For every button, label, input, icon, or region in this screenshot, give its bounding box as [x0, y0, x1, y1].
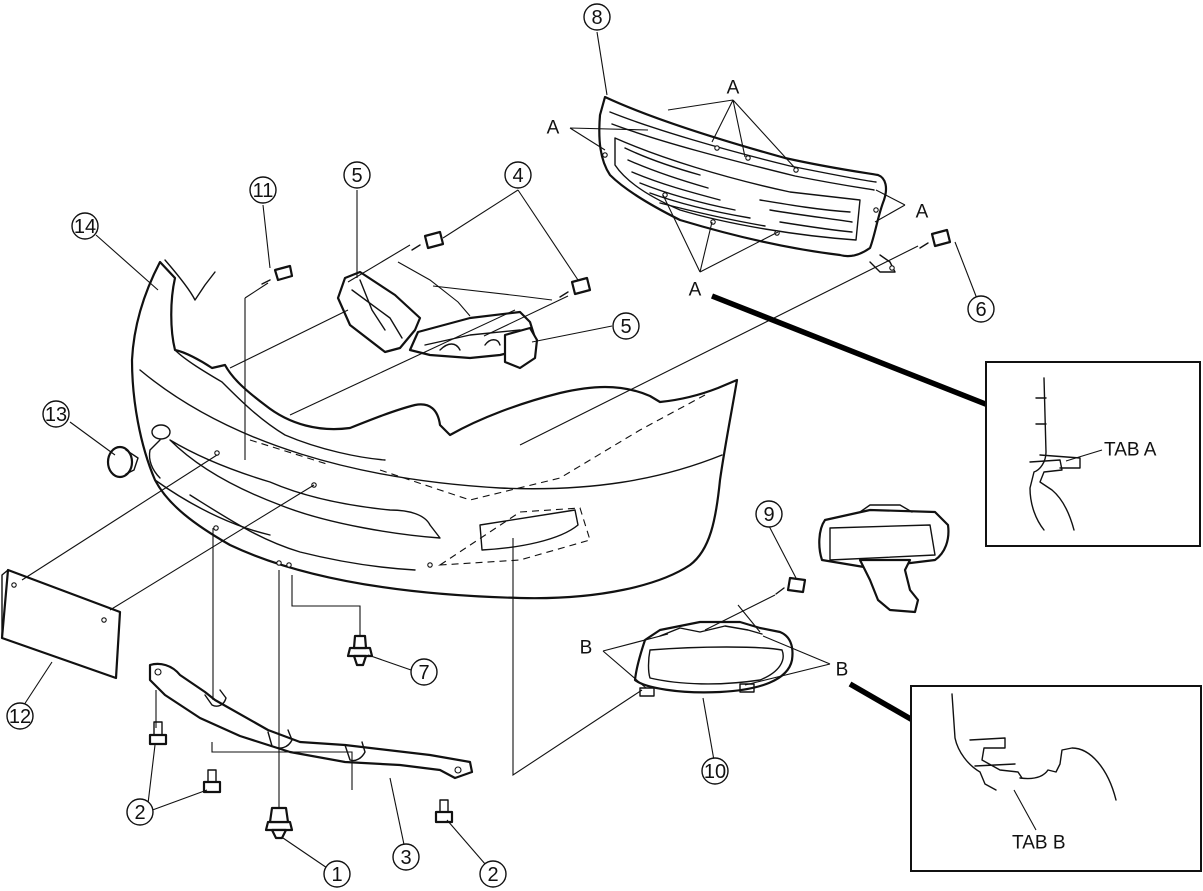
callout-5-upper-text: 5	[351, 165, 362, 187]
detail-b-pointer	[848, 681, 918, 725]
cover-cap	[106, 445, 139, 479]
letter-a-top: A	[727, 78, 740, 99]
letter-a-bottom: A	[689, 280, 702, 301]
callout-14: 14	[71, 212, 99, 240]
callout-8-text: 8	[591, 7, 602, 29]
bolt-9	[775, 576, 807, 595]
callout-10-text: 10	[704, 761, 726, 783]
callout-13: 13	[42, 400, 70, 428]
front-bumper	[130, 259, 739, 600]
callout-12-text: 12	[9, 706, 31, 728]
callout-2-right: 2	[479, 860, 507, 888]
lower-support	[148, 662, 474, 780]
license-plate-bracket	[0, 568, 122, 680]
callout-2-right-text: 2	[487, 864, 498, 886]
callout-11-text: 11	[253, 180, 274, 202]
letter-a-right: A	[916, 202, 929, 223]
callout-4-text: 4	[512, 165, 523, 187]
callout-1-text: 1	[331, 864, 342, 886]
fog-light-unit	[818, 504, 950, 614]
callout-8: 8	[583, 3, 611, 31]
callout-5-lower: 5	[612, 312, 640, 340]
callout-9-text: 9	[763, 504, 774, 526]
callout-1: 1	[323, 860, 351, 888]
callout-9: 9	[755, 500, 783, 528]
bolt-6	[919, 228, 952, 249]
letter-a-left: A	[547, 118, 560, 139]
callout-4: 4	[504, 161, 532, 189]
callout-10: 10	[701, 757, 729, 785]
callout-13-text: 13	[45, 404, 67, 426]
screw-2-right	[434, 799, 454, 824]
callout-7: 7	[410, 658, 438, 686]
detail-box-tab-b: TAB B	[910, 685, 1202, 872]
screw-2-left-lower	[202, 769, 222, 794]
callout-12: 12	[6, 702, 34, 730]
callout-2-left-text: 2	[134, 802, 145, 824]
callout-5-lower-text: 5	[620, 316, 631, 338]
callout-3: 3	[392, 843, 420, 871]
bolt-4-lower	[559, 276, 592, 298]
callout-14-text: 14	[74, 216, 96, 238]
clip-1	[264, 806, 294, 840]
callout-6-text: 6	[975, 299, 986, 321]
assembly-leader-lines	[21, 244, 919, 808]
callout-leaders	[19, 31, 982, 873]
detail-box-tab-a: TAB A	[985, 361, 1201, 547]
detail-a-pointer	[710, 293, 990, 408]
upper-brackets	[336, 270, 539, 370]
bolt-11	[261, 264, 294, 285]
callout-2-left: 2	[126, 798, 154, 826]
callout-11: 11	[249, 176, 277, 204]
callout-6: 6	[967, 295, 995, 323]
tab-a-label: TAB A	[1104, 440, 1157, 461]
screw-2-left-upper	[148, 721, 168, 746]
letter-b-right: B	[836, 660, 849, 681]
callout-5-upper: 5	[343, 161, 371, 189]
fog-light-bezel	[633, 620, 794, 697]
callout-3-text: 3	[400, 847, 411, 869]
bolt-4-upper	[411, 230, 445, 251]
tab-b-label: TAB B	[1012, 833, 1066, 854]
callout-7-text: 7	[418, 662, 429, 684]
grille-tab-leaders	[569, 99, 906, 273]
clip-7	[346, 634, 374, 667]
letter-b-left: B	[580, 638, 593, 659]
grille	[598, 95, 896, 273]
